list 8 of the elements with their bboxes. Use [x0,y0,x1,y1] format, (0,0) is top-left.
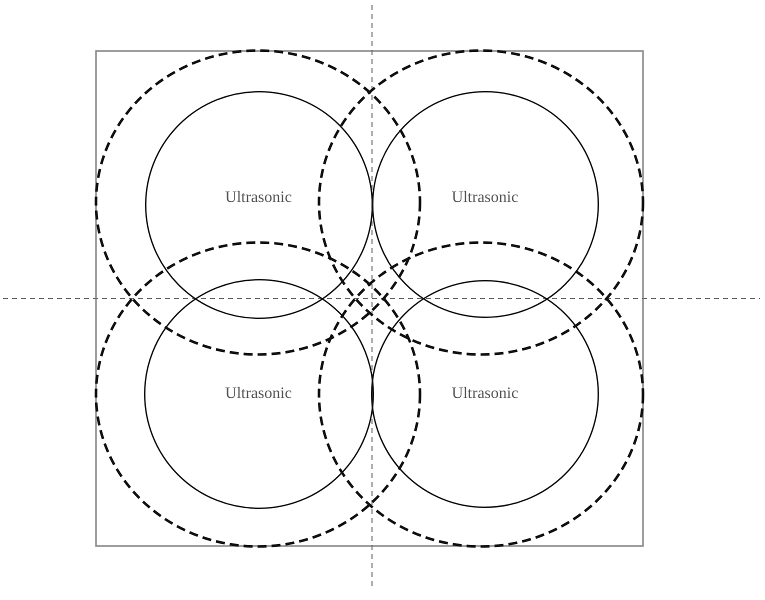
sensor-label: Ultrasonic [225,188,292,206]
sensor-circle [144,278,374,508]
sensor-circle [371,280,599,508]
sensor-circle [372,91,598,318]
sensor-circle [144,90,372,318]
sensor-label: Ultrasonic [452,188,518,206]
sensor-label: Ultrasonic [225,384,292,402]
sensor-label: Ultrasonic [452,384,518,402]
